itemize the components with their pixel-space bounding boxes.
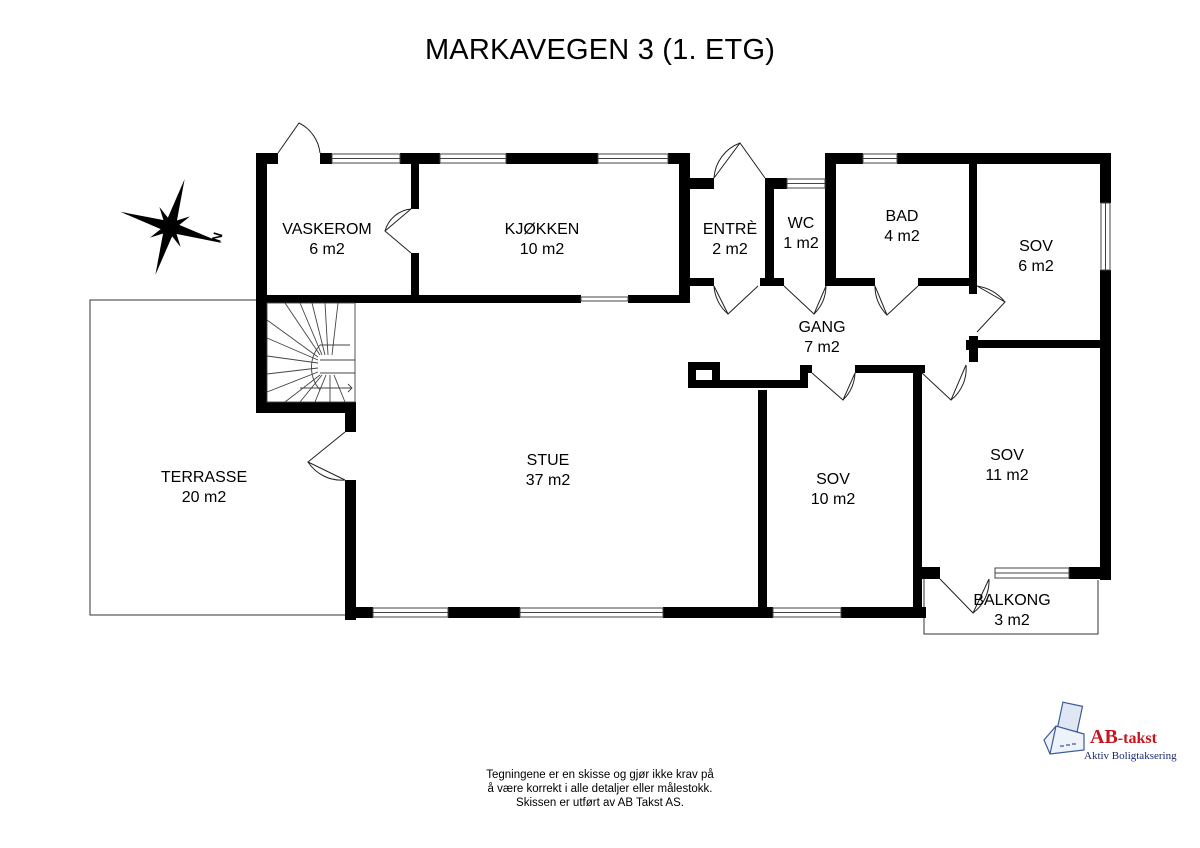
room-name: SOV <box>816 471 850 488</box>
logo-brand: AB-takst <box>1090 726 1157 748</box>
room-name: STUE <box>526 452 570 469</box>
compass-north-label: N <box>209 231 226 244</box>
room-area: 37 m2 <box>525 472 571 489</box>
walls <box>256 153 1111 620</box>
disclaimer-line: Skissen er utført av AB Takst AS. <box>516 797 684 809</box>
room-sov-6: SOV 6 m2 <box>1018 237 1054 277</box>
staircase <box>266 302 356 403</box>
room-wc: WC 1 m2 <box>783 214 819 254</box>
room-kjokken: KJØKKEN 10 m2 <box>505 220 580 260</box>
page-title: MARKAVEGEN 3 (1. ETG) <box>424 34 776 66</box>
room-name: KJØKKEN <box>504 221 580 238</box>
room-gang: GANG 7 m2 <box>798 318 845 358</box>
house-document-icon <box>1043 701 1085 755</box>
room-area: 2 m2 <box>712 241 748 258</box>
room-name: WC <box>787 215 815 232</box>
room-sov-11: SOV 11 m2 <box>985 446 1028 486</box>
room-name: GANG <box>798 319 846 336</box>
doors <box>277 122 1006 614</box>
room-name: TERRASSE <box>160 469 248 486</box>
disclaimer: Tegningene er en skisse og gjør ikke kra… <box>420 768 780 810</box>
room-area: 20 m2 <box>181 489 227 506</box>
room-entre: ENTRÈ 2 m2 <box>703 220 757 260</box>
room-area: 7 m2 <box>804 339 840 356</box>
disclaimer-line: Tegningene er en skisse og gjør ikke kra… <box>486 769 714 781</box>
room-terrasse: TERRASSE 20 m2 <box>161 468 247 508</box>
room-name: SOV <box>1019 238 1053 255</box>
room-vaskerom: VASKEROM 6 m2 <box>282 220 372 260</box>
disclaimer-line: å være korrekt i alle detaljer eller mål… <box>487 783 713 795</box>
room-balkong: BALKONG 3 m2 <box>973 591 1050 631</box>
room-name: ENTRÈ <box>702 221 758 238</box>
room-stue: STUE 37 m2 <box>526 451 570 491</box>
room-area: 11 m2 <box>985 467 1029 484</box>
windows <box>331 153 1111 618</box>
room-area: 3 m2 <box>994 612 1030 629</box>
room-name: VASKEROM <box>282 221 372 238</box>
room-name: SOV <box>990 447 1024 464</box>
room-area: 10 m2 <box>810 491 856 508</box>
ab-takst-logo: AB-takst Aktiv Boligtaksering <box>1040 700 1177 770</box>
room-name: BAD <box>885 208 919 225</box>
room-area: 1 m2 <box>783 235 819 252</box>
room-sov-10: SOV 10 m2 <box>811 470 855 510</box>
balcony-outline <box>923 575 1099 635</box>
logo-tagline: Aktiv Boligtaksering <box>1084 750 1177 762</box>
room-area: 4 m2 <box>884 228 920 245</box>
room-area: 6 m2 <box>1018 258 1054 275</box>
compass-rose-icon <box>120 179 223 275</box>
room-bad: BAD 4 m2 <box>884 207 920 247</box>
room-area: 6 m2 <box>309 241 345 258</box>
room-name: BALKONG <box>973 592 1051 609</box>
room-area: 10 m2 <box>519 241 565 258</box>
terrace-outline <box>89 299 345 616</box>
